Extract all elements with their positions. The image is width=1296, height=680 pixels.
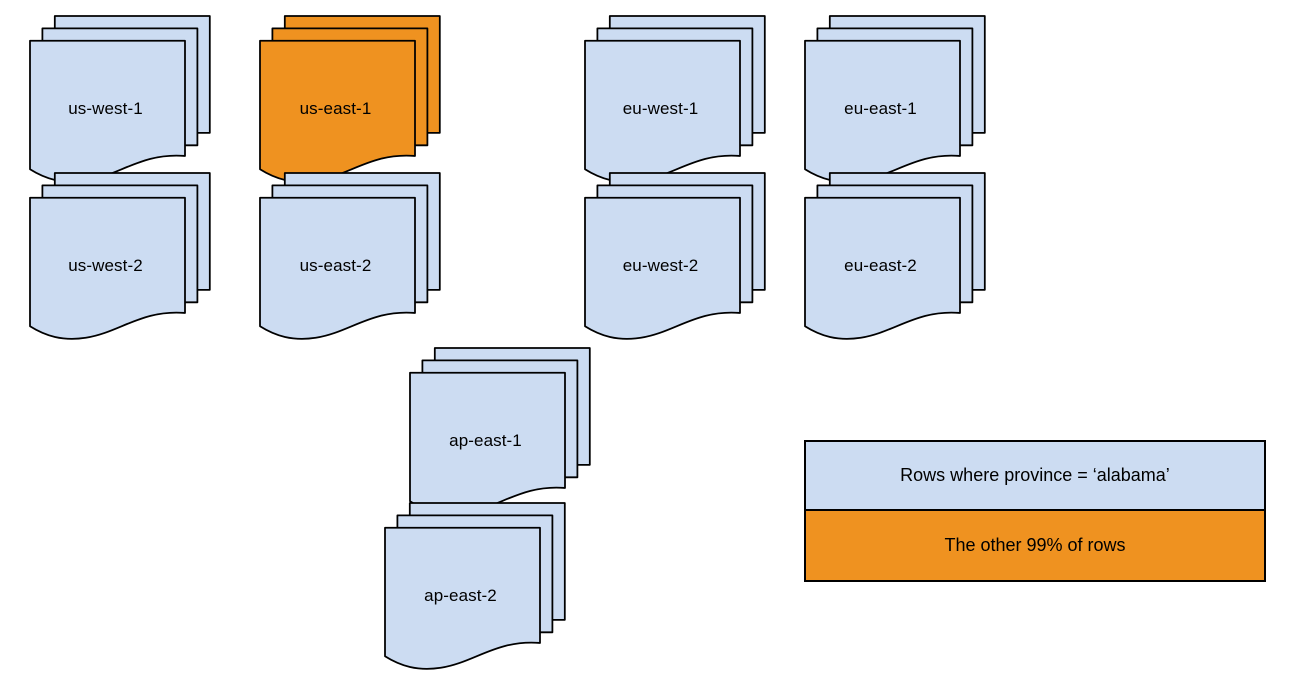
region-stack-eu-east-2[interactable]: eu-east-2 [793, 172, 1003, 340]
document-stack-icon [584, 15, 766, 183]
document-stack-icon [29, 172, 211, 340]
document-sheet-front [584, 196, 741, 340]
document-sheet-front [384, 526, 541, 670]
document-stack-icon [259, 15, 441, 183]
document-stack-icon [584, 172, 766, 340]
document-stack-icon [384, 502, 566, 670]
document-sheet-front [29, 39, 186, 183]
document-sheet-front [804, 196, 961, 340]
region-stack-eu-east-1[interactable]: eu-east-1 [793, 15, 1003, 183]
document-sheet-front [259, 196, 416, 340]
document-stack-icon [409, 347, 591, 515]
document-stack-icon [259, 172, 441, 340]
region-stack-eu-west-2[interactable]: eu-west-2 [573, 172, 783, 340]
region-stack-us-west-1[interactable]: us-west-1 [18, 15, 228, 183]
region-stack-eu-west-1[interactable]: eu-west-1 [573, 15, 783, 183]
legend-row-majority: The other 99% of rows [806, 511, 1264, 580]
region-stack-ap-east-1[interactable]: ap-east-1 [398, 347, 608, 515]
document-stack-icon [804, 15, 986, 183]
document-sheet-front [584, 39, 741, 183]
legend-row-minority: Rows where province = ‘alabama’ [806, 442, 1264, 511]
region-stack-ap-east-2[interactable]: ap-east-2 [373, 502, 583, 670]
region-stack-us-east-1[interactable]: us-east-1 [248, 15, 458, 183]
document-sheet-front [409, 371, 566, 515]
document-sheet-front [804, 39, 961, 183]
region-stack-us-east-2[interactable]: us-east-2 [248, 172, 458, 340]
document-sheet-front [29, 196, 186, 340]
legend-label-minority: Rows where province = ‘alabama’ [900, 465, 1170, 485]
document-stack-icon [29, 15, 211, 183]
document-stack-icon [804, 172, 986, 340]
region-stack-us-west-2[interactable]: us-west-2 [18, 172, 228, 340]
legend-label-majority: The other 99% of rows [944, 535, 1126, 555]
document-sheet-front [259, 39, 416, 183]
legend: Rows where province = ‘alabama’ The othe… [804, 440, 1266, 582]
